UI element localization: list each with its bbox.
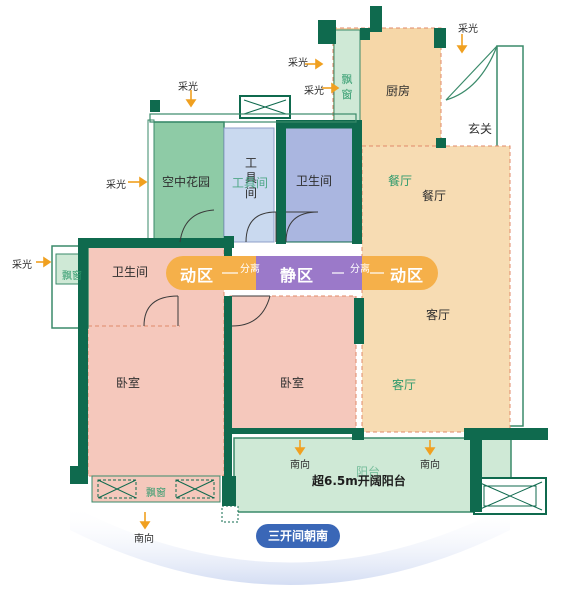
balcony-area	[233, 437, 512, 513]
lighting-label-top-left: 采光	[178, 82, 198, 93]
lighting-label-top-mid2: 采光	[304, 86, 324, 97]
zone-separator-right: 分离	[350, 264, 370, 275]
balcony-label: 超6.5m开阔阳台	[312, 474, 406, 488]
bath-right-area	[282, 127, 356, 243]
bedroom-left-label: 卧室	[116, 376, 141, 390]
dining-green-label: 餐厅	[388, 174, 413, 188]
south-label-3: 南向	[134, 534, 154, 545]
entrance-label: 玄关	[468, 122, 493, 136]
utility-room-label: 工具间	[244, 156, 257, 200]
living-label: 客厅	[426, 308, 451, 322]
zone-band-quiet	[256, 256, 362, 290]
south-facing-pill: 三开间朝南	[256, 524, 341, 548]
lighting-label-garden: 采光	[106, 180, 126, 191]
left-bay-window-label: 飘窗	[62, 271, 82, 282]
zone-quiet: 静区	[280, 266, 315, 285]
lighting-arrows	[36, 34, 468, 530]
utility-room-area	[223, 127, 275, 243]
zone-dynamic-right: 动区	[390, 266, 425, 285]
kitchen-label: 厨房	[386, 84, 411, 98]
south-label-1: 南向	[290, 460, 310, 471]
structural-walls	[70, 6, 548, 512]
south-label-2: 南向	[420, 460, 440, 471]
balcony-hidden-label: 阳台	[356, 465, 381, 479]
bath-left-label: 卫生间	[112, 265, 149, 279]
bedroom-mid-area	[229, 295, 357, 431]
zone-dynamic-left: 动区	[180, 266, 215, 285]
sky-garden-label: 空中花园	[162, 175, 211, 189]
lighting-label-top-right: 采光	[458, 24, 478, 35]
bedroom-mid-label: 卧室	[280, 376, 305, 390]
south-glow-arc	[70, 505, 510, 585]
bath-right-label: 卫生间	[296, 174, 333, 188]
zone-separator-left: 分离	[240, 264, 260, 275]
lighting-label-top-mid1: 采光	[288, 58, 308, 69]
lighting-label-bay: 采光	[12, 260, 32, 271]
living-green-label: 客厅	[392, 378, 417, 392]
kitchen-bay-window-label: 飘窗	[341, 73, 353, 101]
dining-label: 餐厅	[422, 189, 447, 203]
utility-room-overlay-label: 工具间	[232, 176, 269, 190]
bottom-bay-window-label: 飘窗	[146, 488, 166, 499]
